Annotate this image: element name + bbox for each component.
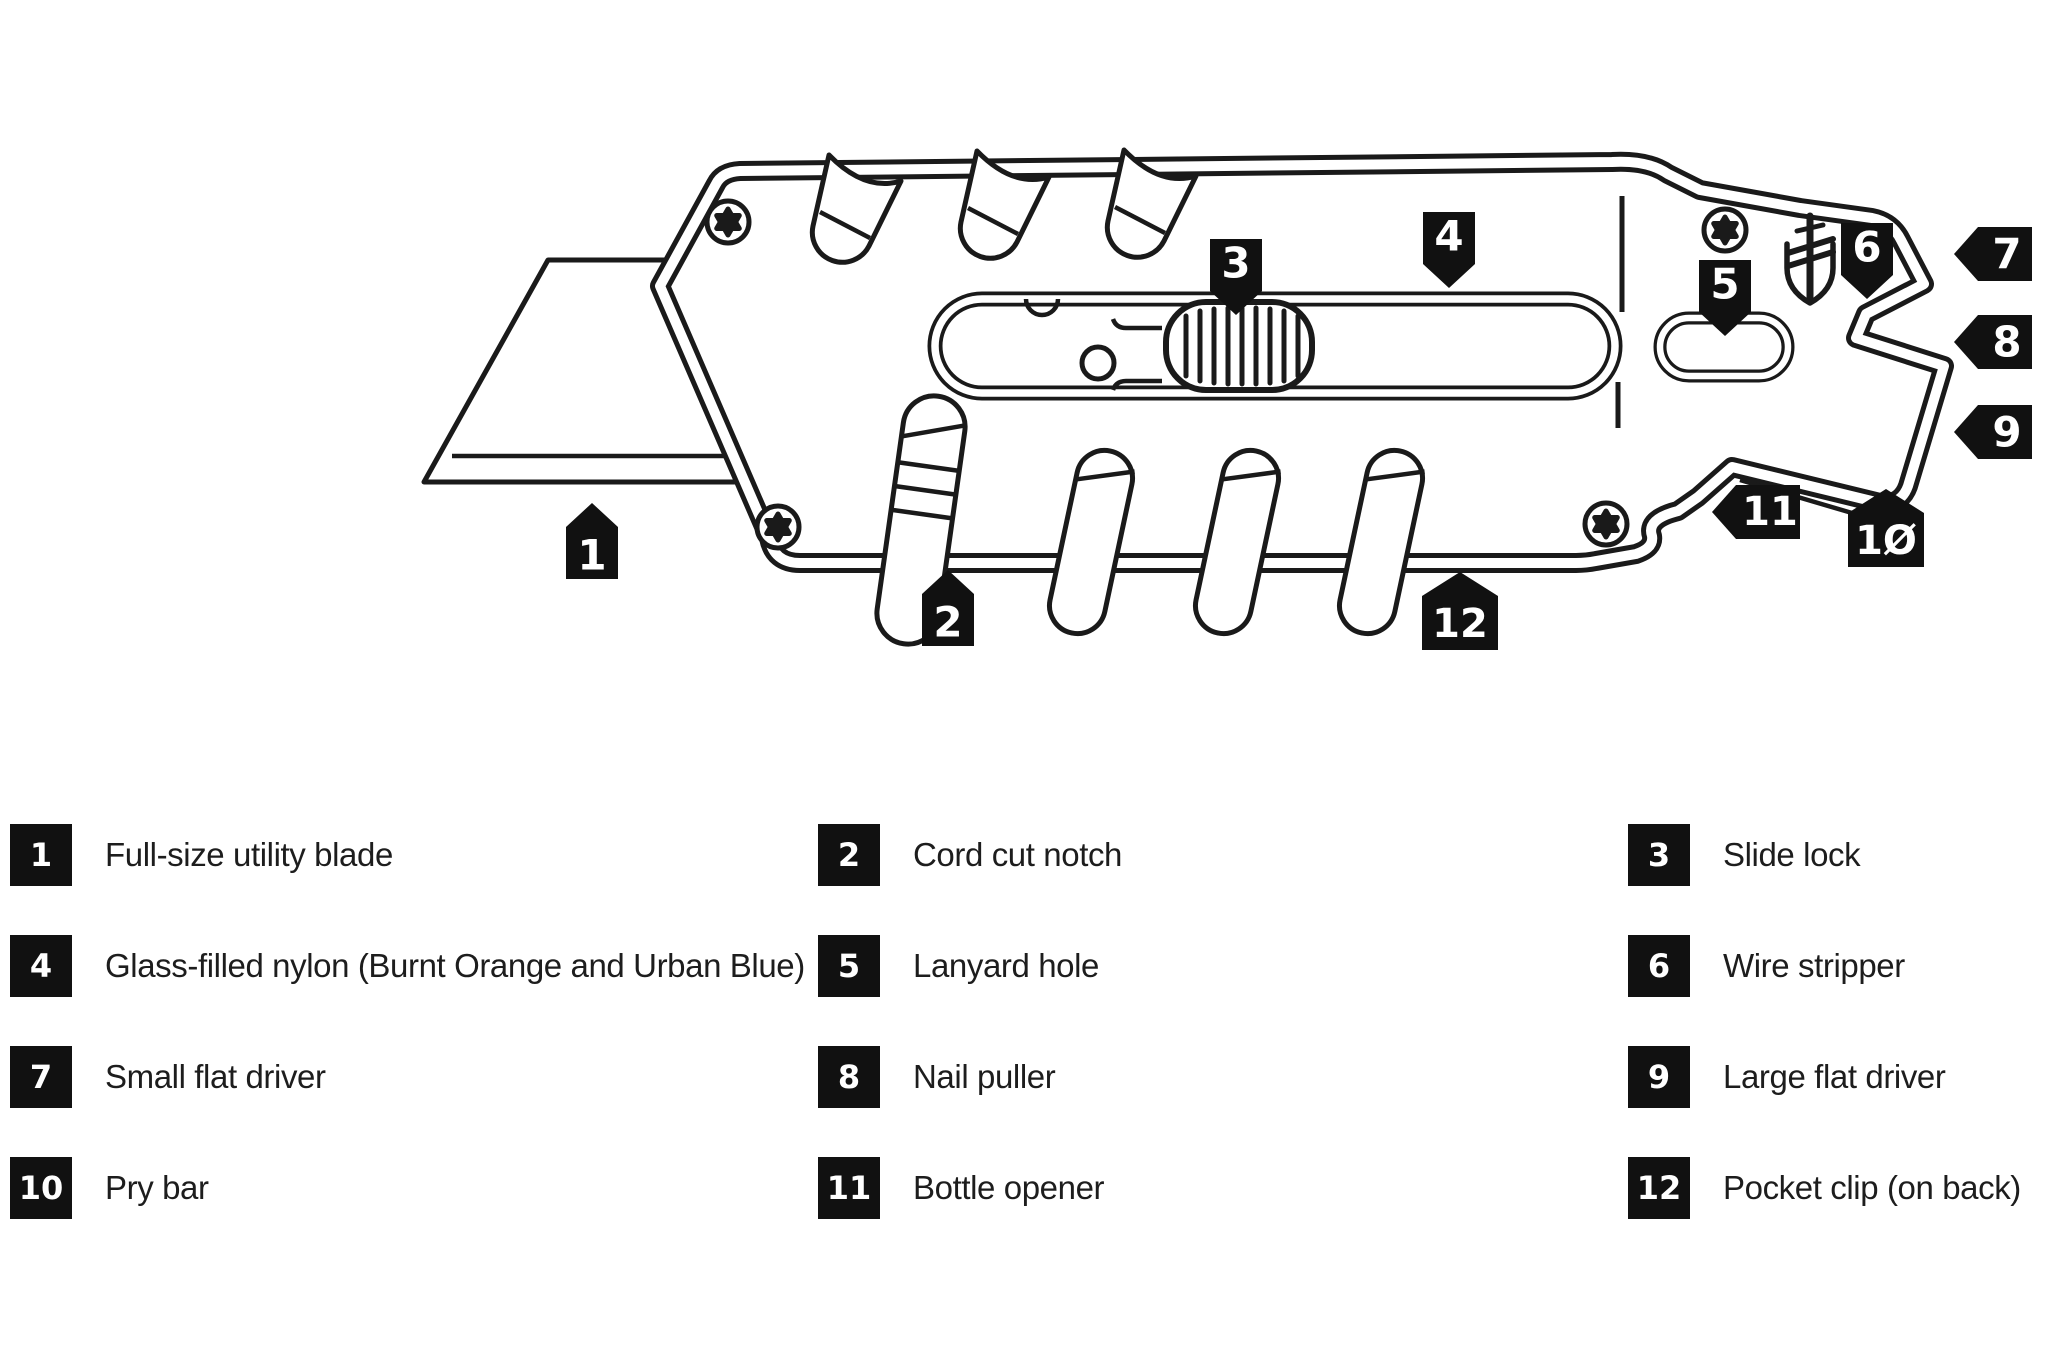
legend-label: Small flat driver: [105, 1058, 326, 1095]
legend-label: Wire stripper: [1723, 947, 1905, 984]
screw-bottom-right-icon: [1585, 503, 1627, 545]
slot-detent-bump: [1023, 298, 1061, 318]
legend-badge: 4: [10, 935, 72, 997]
callout-markers: 1 2 3 4 5 6 7: [566, 212, 2032, 650]
legend-badge: 9: [1628, 1046, 1690, 1108]
legend-item-1: 1 Full-size utility blade: [10, 824, 393, 886]
legend-badge: 10: [10, 1157, 72, 1219]
marker-9: 9: [1954, 405, 2032, 459]
legend-item-8: 8 Nail puller: [818, 1046, 1056, 1108]
top-scallop-2-chord: [966, 206, 1020, 236]
top-grip-scallops: [809, 147, 1199, 265]
marker-2-number: 2: [933, 598, 962, 647]
marker-5: 5: [1699, 260, 1751, 336]
legend-label: Pocket clip (on back): [1723, 1169, 2021, 1206]
marker-6: 6: [1841, 223, 1893, 299]
marker-12: 12: [1422, 572, 1498, 650]
marker-5-number: 5: [1710, 260, 1739, 309]
finger-groove-1: [1046, 447, 1136, 637]
cord-chord: [901, 423, 967, 439]
marker-10: 1Ø: [1848, 489, 1924, 567]
marker-2: 2: [922, 570, 974, 647]
legend-badge: 5: [818, 935, 880, 997]
legend-item-6: 6 Wire stripper: [1628, 935, 1905, 997]
marker-7: 7: [1954, 227, 2032, 281]
marker-6-number: 6: [1852, 223, 1881, 272]
finger-groove-2: [1192, 447, 1282, 637]
top-scallop-1: [809, 152, 904, 265]
legend-item-5: 5 Lanyard hole: [818, 935, 1099, 997]
legend-badge: 8: [818, 1046, 880, 1108]
marker-4-number: 4: [1434, 212, 1463, 261]
legend-label: Full-size utility blade: [105, 836, 393, 873]
legend-badge: 6: [1628, 935, 1690, 997]
marker-11: 11: [1712, 485, 1800, 539]
slot-track-lines: [1110, 318, 1162, 391]
slot-inner-line: [931, 295, 1619, 397]
gerber-logo-icon: [1784, 212, 1836, 306]
legend-item-2: 2 Cord cut notch: [818, 824, 1122, 886]
top-scallop-3: [1104, 147, 1199, 260]
screw-bottom-left-icon: [757, 506, 799, 548]
slide-lock-ribs: [1183, 305, 1301, 387]
top-scallop-1-chord: [818, 210, 872, 240]
marker-9-number: 9: [1992, 408, 2021, 457]
slide-lock-button: [1163, 299, 1315, 393]
legend-label: Bottle opener: [913, 1169, 1105, 1206]
legend-label: Lanyard hole: [913, 947, 1100, 984]
marker-11-number: 11: [1742, 489, 1798, 535]
finger-groove-3: [1336, 447, 1426, 637]
legend-label: Slide lock: [1723, 836, 1861, 873]
cord-stripes: [890, 459, 960, 521]
legend-item-4: 4 Glass-filled nylon (Burnt Orange and U…: [10, 935, 805, 997]
slot-pin-hole: [1079, 344, 1117, 382]
bottom-finger-grooves: [1046, 447, 1426, 637]
top-scallop-2: [957, 148, 1052, 261]
marker-7-number: 7: [1992, 230, 2021, 279]
legend-badge: 11: [818, 1157, 880, 1219]
top-scallop-3-chord: [1113, 205, 1167, 235]
legend-badge: 7: [10, 1046, 72, 1108]
legend-badge: 3: [1628, 824, 1690, 886]
marker-3-number: 3: [1221, 239, 1250, 288]
screw-top-right-icon: [1704, 209, 1746, 251]
legend-item-11: 11 Bottle opener: [818, 1157, 1105, 1219]
legend-badge: 1: [10, 824, 72, 886]
legend-label: Nail puller: [913, 1058, 1056, 1095]
knife-diagram: 1 2 3 4 5 6 7: [421, 147, 2032, 650]
screw-top-left-icon: [707, 201, 749, 243]
marker-3: 3: [1210, 239, 1262, 315]
marker-10-number: 1Ø: [1855, 518, 1917, 564]
legend-badge: 2: [818, 824, 880, 886]
marker-1: 1: [566, 503, 618, 580]
marker-8-number: 8: [1992, 318, 2021, 367]
marker-12-number: 12: [1432, 601, 1488, 647]
legend-item-12: 12 Pocket clip (on back): [1628, 1157, 2021, 1219]
legend-label: Pry bar: [105, 1169, 209, 1206]
legend-item-7: 7 Small flat driver: [10, 1046, 326, 1108]
marker-1-number: 1: [577, 531, 606, 580]
marker-8: 8: [1954, 315, 2032, 369]
legend-item-3: 3 Slide lock: [1628, 824, 1861, 886]
legend-badge: 12: [1628, 1157, 1690, 1219]
legend-item-9: 9 Large flat driver: [1628, 1046, 1946, 1108]
marker-4: 4: [1423, 212, 1475, 288]
legend-item-10: 10 Pry bar: [10, 1157, 209, 1219]
legend-label: Cord cut notch: [913, 836, 1123, 873]
legend-label: Glass-filled nylon (Burnt Orange and Urb…: [105, 947, 805, 984]
legend-label: Large flat driver: [1723, 1058, 1946, 1095]
